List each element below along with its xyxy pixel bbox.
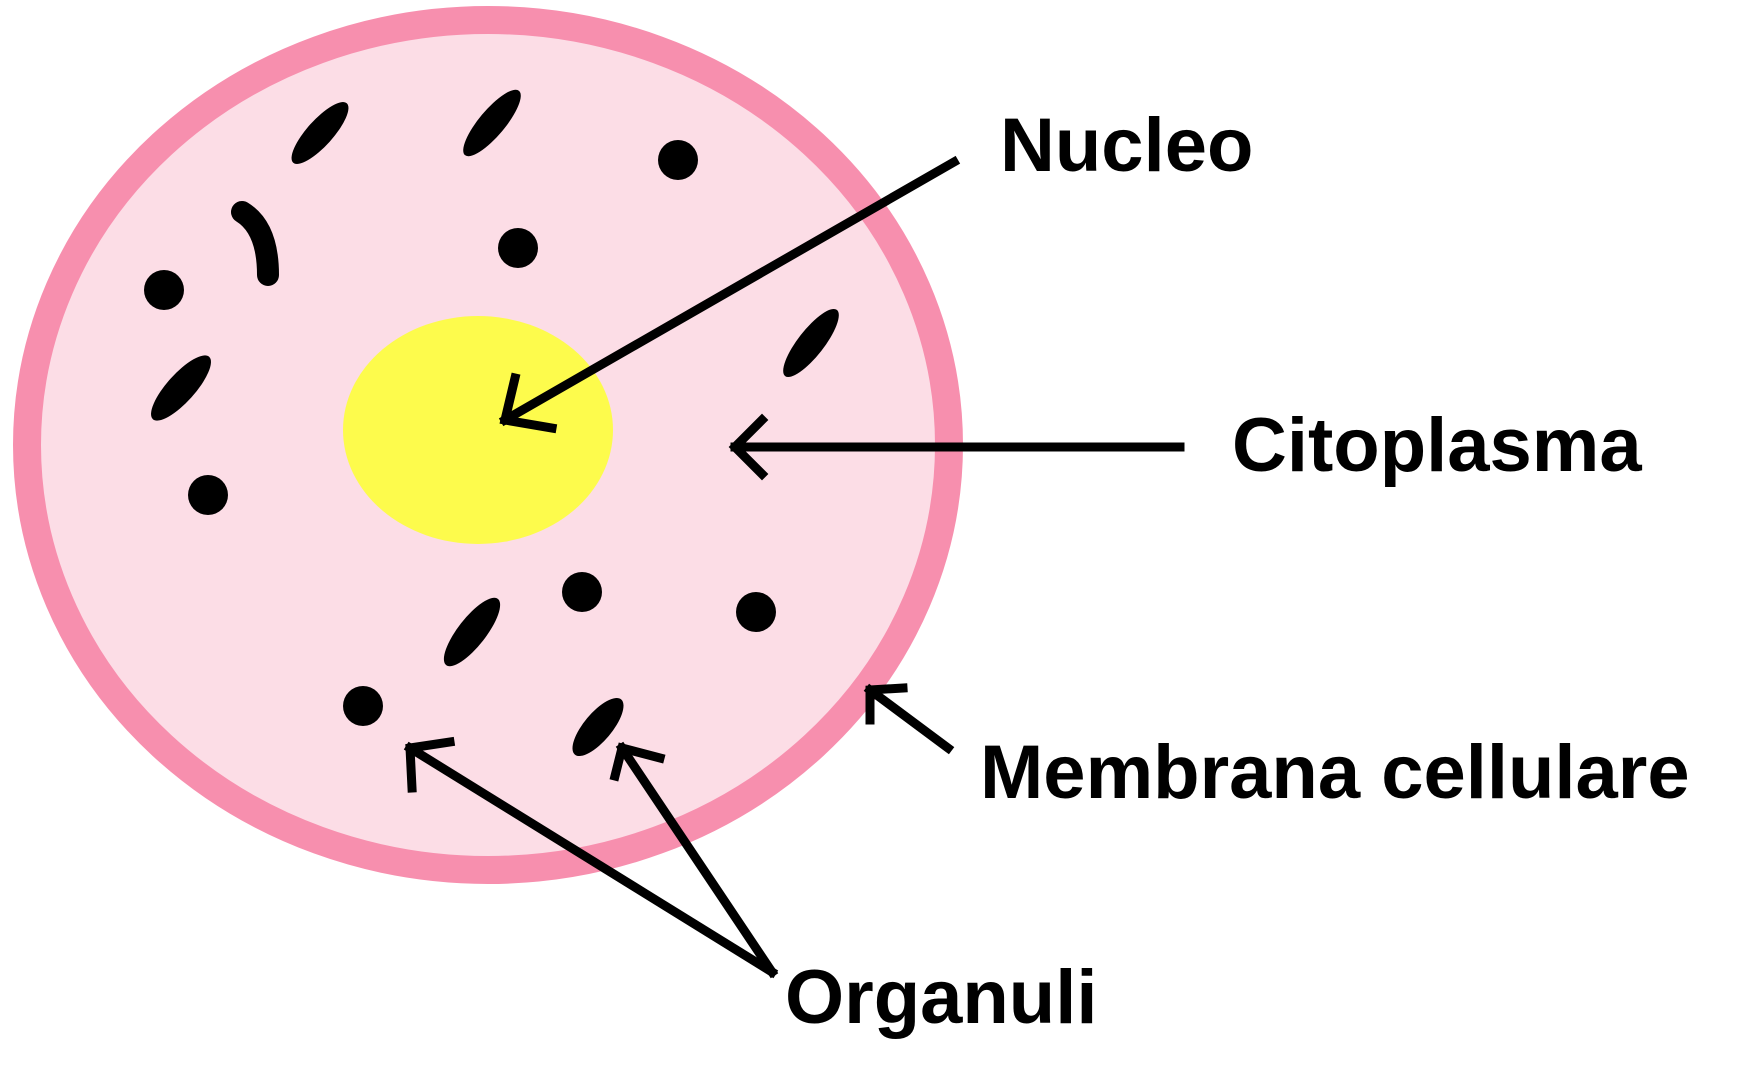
label-nucleo: Nucleo [1000,108,1253,184]
arrow-membrana [870,690,948,748]
organelle-dot [188,475,228,515]
organelle-dot [736,592,776,632]
organelle-dot [562,572,602,612]
organelle-dot [144,270,184,310]
label-citoplasma: Citoplasma [1232,408,1642,484]
organelle-dot [658,140,698,180]
organelle-dot [498,228,538,268]
label-membrana-cellulare: Membrana cellulare [980,735,1690,811]
organelle-dot [343,686,383,726]
nucleus [343,316,613,544]
label-organuli: Organuli [785,960,1097,1036]
